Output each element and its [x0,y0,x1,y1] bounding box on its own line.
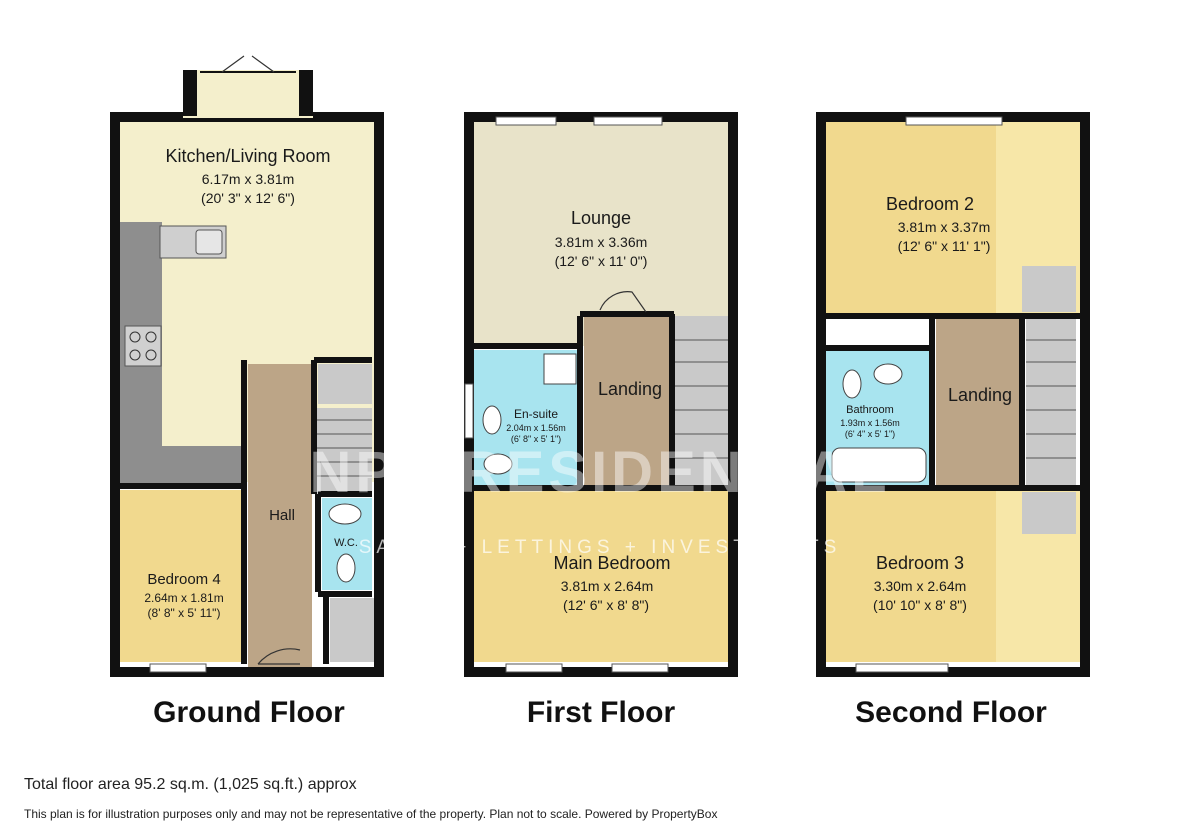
room-name: Lounge [571,208,631,228]
toilet-icon [483,453,513,475]
room-imperial: (12' 6" x 8' 8") [563,597,649,613]
window [149,663,207,673]
floor-title-second: Second Floor [855,696,1047,729]
window [464,383,474,439]
window [593,116,663,126]
shower-icon [543,353,577,385]
basin-icon [482,405,502,435]
basin-icon [336,553,356,583]
room-imperial: (10' 10" x 8' 8") [873,597,967,613]
basin-icon [842,369,862,399]
bath-icon [831,447,927,483]
stairs [1026,318,1076,488]
room-imperial: (8' 8" x 5' 11") [148,606,221,620]
toilet-icon [328,503,362,525]
hall-area [248,364,312,672]
room-name: En-suite [514,407,558,421]
room-metric: 3.81m x 3.36m [555,234,648,250]
window [505,663,563,673]
total-floor-area: Total floor area 95.2 sq.m. (1,025 sq.ft… [24,776,357,793]
ground-floor-plan [110,55,384,677]
room-metric: 1.93m x 1.56m [840,418,900,428]
room-name: Landing [948,385,1012,405]
floor-plan: NPP RESIDENTIAL SALES + LETTINGS + INVES… [110,55,1090,729]
bedroom-4-area [120,490,244,662]
room-name: Hall [269,507,295,524]
room-metric: 2.04m x 1.56m [506,423,566,433]
watermark-brand: NPP RESIDENTIAL [309,440,890,505]
second-floor-plan [816,112,1090,677]
hob-icon [124,325,162,367]
room-name: Bathroom [846,404,894,416]
room-imperial: (12' 6" x 11' 0") [555,253,648,269]
room-name: Kitchen/Living Room [165,146,330,166]
store-cupboard [318,364,372,404]
store-cupboard [1022,266,1076,312]
room-imperial: (6' 4" x 5' 1") [845,429,895,439]
room-name: Main Bedroom [553,553,670,573]
main-bedroom-area [474,490,728,662]
room-name: Bedroom 4 [147,571,220,588]
room-metric: 3.81m x 3.37m [898,219,991,235]
store-cupboard [330,598,374,662]
landing-area [584,316,672,488]
first-floor-plan [464,112,738,677]
store-cupboard [1022,492,1076,534]
room-imperial: (12' 6" x 11' 1") [898,238,991,254]
landing-area [936,318,1024,488]
room-imperial: (20' 3" x 12' 6") [201,190,295,206]
watermark-tagline: SALES + LETTINGS + INVESTMENTS [359,537,842,558]
stairs [316,408,372,494]
room-metric: 6.17m x 3.81m [202,171,295,187]
room-name: Bedroom 3 [876,553,964,573]
room-metric: 2.64m x 1.81m [144,591,223,605]
room-name: W.C. [334,537,358,549]
room-imperial: (6' 8" x 5' 1") [511,434,561,444]
window [495,116,557,126]
toilet-icon [873,363,903,385]
window [905,116,1003,126]
kitchen-counter [120,446,244,484]
disclaimer: This plan is for illustration purposes o… [24,807,718,821]
stairs [674,316,728,488]
room-metric: 3.81m x 2.64m [561,578,654,594]
room-name: Landing [598,379,662,399]
window [611,663,669,673]
window [855,663,949,673]
room-name: Bedroom 2 [886,194,974,214]
floor-title-ground: Ground Floor [153,696,345,729]
floor-title-first: First Floor [527,696,676,729]
room-metric: 3.30m x 2.64m [874,578,967,594]
